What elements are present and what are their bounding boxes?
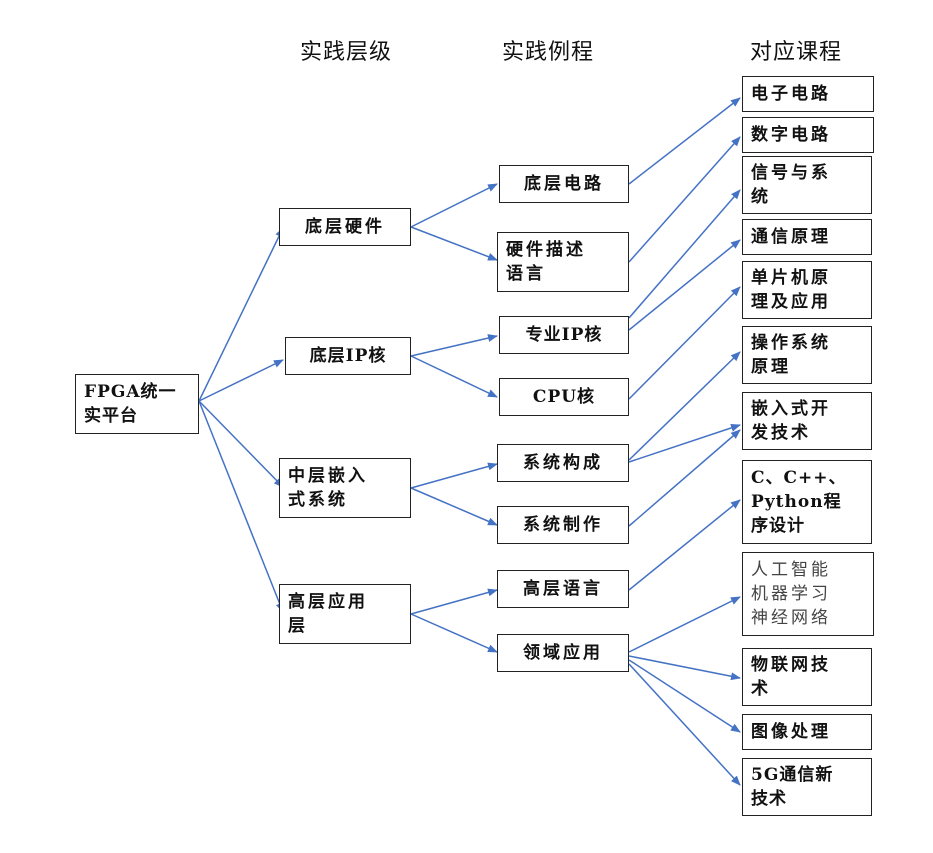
course-node-label: 人工智能 机器学习 神经网络 xyxy=(751,560,831,628)
connector-arrow xyxy=(410,334,498,357)
root-node: FPGA统一 实平台 xyxy=(75,374,199,434)
example-node-label: 高层语言 xyxy=(523,579,603,599)
connector-arrow xyxy=(198,359,284,402)
connector-arrow xyxy=(410,355,498,398)
root-node-label: FPGA统一 实平台 xyxy=(84,382,177,426)
course-node-programming: C、C++、 Python程 序设计 xyxy=(742,460,872,544)
level-node-label: 底层硬件 xyxy=(305,217,385,237)
course-node-label: 电子电路 xyxy=(751,84,831,104)
connector-arrow xyxy=(628,239,741,331)
level-node-hardware: 底层硬件 xyxy=(279,208,411,246)
connector-arrow xyxy=(198,400,284,488)
connector-arrow xyxy=(410,613,498,653)
connector-arrow xyxy=(410,183,498,228)
course-node-iot: 物联网技 术 xyxy=(742,648,872,706)
example-node-system-composition: 系统构成 xyxy=(497,444,629,482)
connector-arrow xyxy=(628,136,741,263)
example-node-label: CPU核 xyxy=(532,387,596,407)
course-node-label: 数字电路 xyxy=(751,125,831,145)
example-node-hdl: 硬件描述 语言 xyxy=(497,232,629,292)
connector-arrow xyxy=(628,97,741,185)
example-node-label: 专业IP核 xyxy=(525,325,603,345)
connector-arrow xyxy=(628,189,741,319)
level-node-label: 底层IP核 xyxy=(309,346,387,366)
course-node-label: 操作系统 原理 xyxy=(751,333,831,377)
level-node-label: 中层嵌入 式系统 xyxy=(288,466,368,510)
level-node-embedded: 中层嵌入 式系统 xyxy=(279,458,411,518)
connector-arrow xyxy=(628,429,741,527)
course-node-5g: 5G通信新 技术 xyxy=(742,758,872,816)
course-node-digital-circuit: 数字电路 xyxy=(742,117,874,153)
connector-arrow xyxy=(410,588,498,615)
course-node-communication-principles: 通信原理 xyxy=(742,219,872,255)
course-node-label: 物联网技 术 xyxy=(751,655,831,699)
example-node-cpu: CPU核 xyxy=(499,378,629,416)
example-node-domain-application: 领域应用 xyxy=(497,634,629,672)
level-node-ip-core: 底层IP核 xyxy=(285,337,411,375)
course-node-image-processing: 图像处理 xyxy=(742,714,872,750)
header-course: 对应课程 xyxy=(750,40,843,65)
connector-arrow xyxy=(628,659,741,733)
connector-arrow xyxy=(628,351,741,461)
course-node-mcu: 单片机原 理及应用 xyxy=(742,261,872,319)
connector-arrow xyxy=(628,286,741,400)
connector-arrow xyxy=(410,487,498,526)
example-node-high-level-language: 高层语言 xyxy=(497,570,629,608)
level-node-application: 高层应用 层 xyxy=(279,584,411,644)
course-node-label: 嵌入式开 发技术 xyxy=(751,399,831,443)
course-node-label: 信号与系 统 xyxy=(751,163,831,207)
header-practice-example: 实践例程 xyxy=(502,40,595,65)
connector-arrow xyxy=(410,226,498,261)
example-node-label: 系统构成 xyxy=(523,453,603,473)
course-node-electronic-circuit: 电子电路 xyxy=(742,76,874,112)
connector-arrow xyxy=(628,499,741,591)
level-node-label: 高层应用 层 xyxy=(288,592,368,636)
course-node-signals-systems: 信号与系 统 xyxy=(742,156,872,214)
connector-arrow xyxy=(628,663,741,786)
course-node-ai-ml-nn: 人工智能 机器学习 神经网络 xyxy=(742,552,874,636)
course-node-label: 5G通信新 技术 xyxy=(751,765,834,809)
example-node-label: 底层电路 xyxy=(524,174,604,194)
example-node-label: 硬件描述 语言 xyxy=(506,240,586,284)
header-practice-level: 实践层级 xyxy=(300,40,393,65)
example-node-label: 系统制作 xyxy=(523,515,603,535)
connector-arrow xyxy=(198,400,284,613)
course-node-label: 图像处理 xyxy=(751,722,831,742)
course-node-operating-system: 操作系统 原理 xyxy=(742,326,872,384)
connector-arrow xyxy=(628,596,741,653)
connector-arrow xyxy=(628,424,741,463)
connector-arrow xyxy=(198,227,284,402)
course-node-label: C、C++、 Python程 序设计 xyxy=(751,468,847,536)
example-node-pro-ip: 专业IP核 xyxy=(499,316,629,354)
example-node-base-circuit: 底层电路 xyxy=(499,165,629,203)
example-node-system-making: 系统制作 xyxy=(497,506,629,544)
connector-arrow xyxy=(410,462,498,489)
course-node-label: 单片机原 理及应用 xyxy=(751,268,831,312)
course-node-embedded-development: 嵌入式开 发技术 xyxy=(742,392,872,450)
connector-arrow xyxy=(628,655,741,681)
course-node-label: 通信原理 xyxy=(751,227,831,247)
example-node-label: 领域应用 xyxy=(523,643,603,663)
